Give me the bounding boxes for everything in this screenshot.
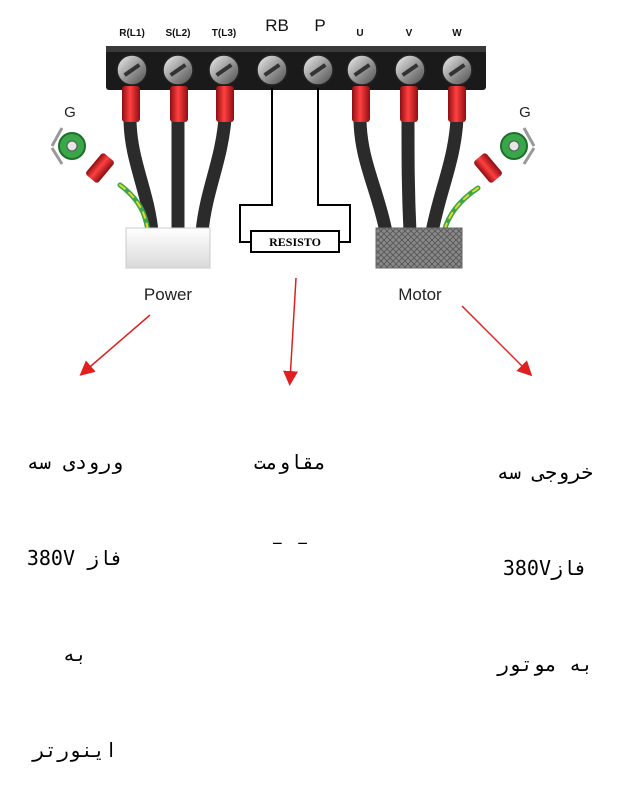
arrow-input (79, 314, 151, 376)
annotation-arrows (79, 277, 533, 386)
output-annotation-line: خروجی سه (496, 460, 594, 484)
output-annotation-line: به موتور (496, 652, 594, 676)
terminal-label-s: S(L2) (166, 28, 191, 39)
screw-icon (208, 54, 240, 86)
terminal-label-w: W (452, 28, 462, 39)
ground-lug-right (474, 127, 536, 183)
terminal-block (106, 46, 486, 90)
ground-label-right: G (519, 104, 531, 121)
terminal-label-v: V (406, 28, 413, 39)
power-wires (117, 111, 232, 239)
screw-icon (256, 54, 288, 86)
input-annotation-line: ورودی سه (26, 450, 124, 474)
input-annotation: ورودی سه فاز 380V به اینورتر (0, 382, 150, 798)
screw-icon (346, 54, 378, 86)
terminal-label-r: R(L1) (119, 28, 145, 39)
terminal-label-rb: RB (265, 16, 289, 35)
resistor-box (250, 230, 340, 253)
resistor-annotation-line: مقاومت (253, 450, 327, 474)
screw-icon (162, 54, 194, 86)
wiring-diagram: R(L1) S(L2) T(L3) RB P U V W (50, 16, 536, 386)
motor-label: Motor (398, 285, 442, 304)
arrow-resistor (283, 277, 299, 386)
input-annotation-line: اینورتر (32, 738, 118, 762)
ground-lug-left (50, 127, 114, 183)
terminal-label-p: P (314, 16, 325, 35)
resistor-label: RESISTO (269, 235, 321, 249)
input-annotation-line: فاز 380V (26, 546, 124, 570)
screw-icon (441, 54, 473, 86)
terminal-label-t: T(L3) (212, 28, 236, 39)
power-label: Power (144, 285, 193, 304)
output-annotation: خروجی سه فاز380V به موتور (470, 392, 620, 712)
motor-cable-sleeve (375, 227, 463, 269)
ground-label-left: G (64, 104, 76, 121)
motor-lugs (352, 86, 466, 122)
output-annotation-line: فاز380V (502, 556, 588, 580)
terminal-label-u: U (356, 28, 363, 39)
motor-wires (353, 111, 481, 239)
power-cable-sleeve (125, 227, 211, 269)
power-lugs (122, 86, 234, 122)
arrow-output (461, 305, 533, 377)
terminal-labels: R(L1) S(L2) T(L3) RB P U V W (119, 16, 462, 39)
screw-icon (394, 54, 426, 86)
resistor-annotation: مقاومت ـ ـ (225, 392, 355, 576)
terminal-screws (116, 54, 473, 86)
resistor-annotation-line: ـ ـ (273, 532, 307, 548)
screw-icon (302, 54, 334, 86)
resistor-circuit: RESISTO (239, 88, 351, 253)
screw-icon (116, 54, 148, 86)
input-annotation-line: به (62, 642, 88, 666)
